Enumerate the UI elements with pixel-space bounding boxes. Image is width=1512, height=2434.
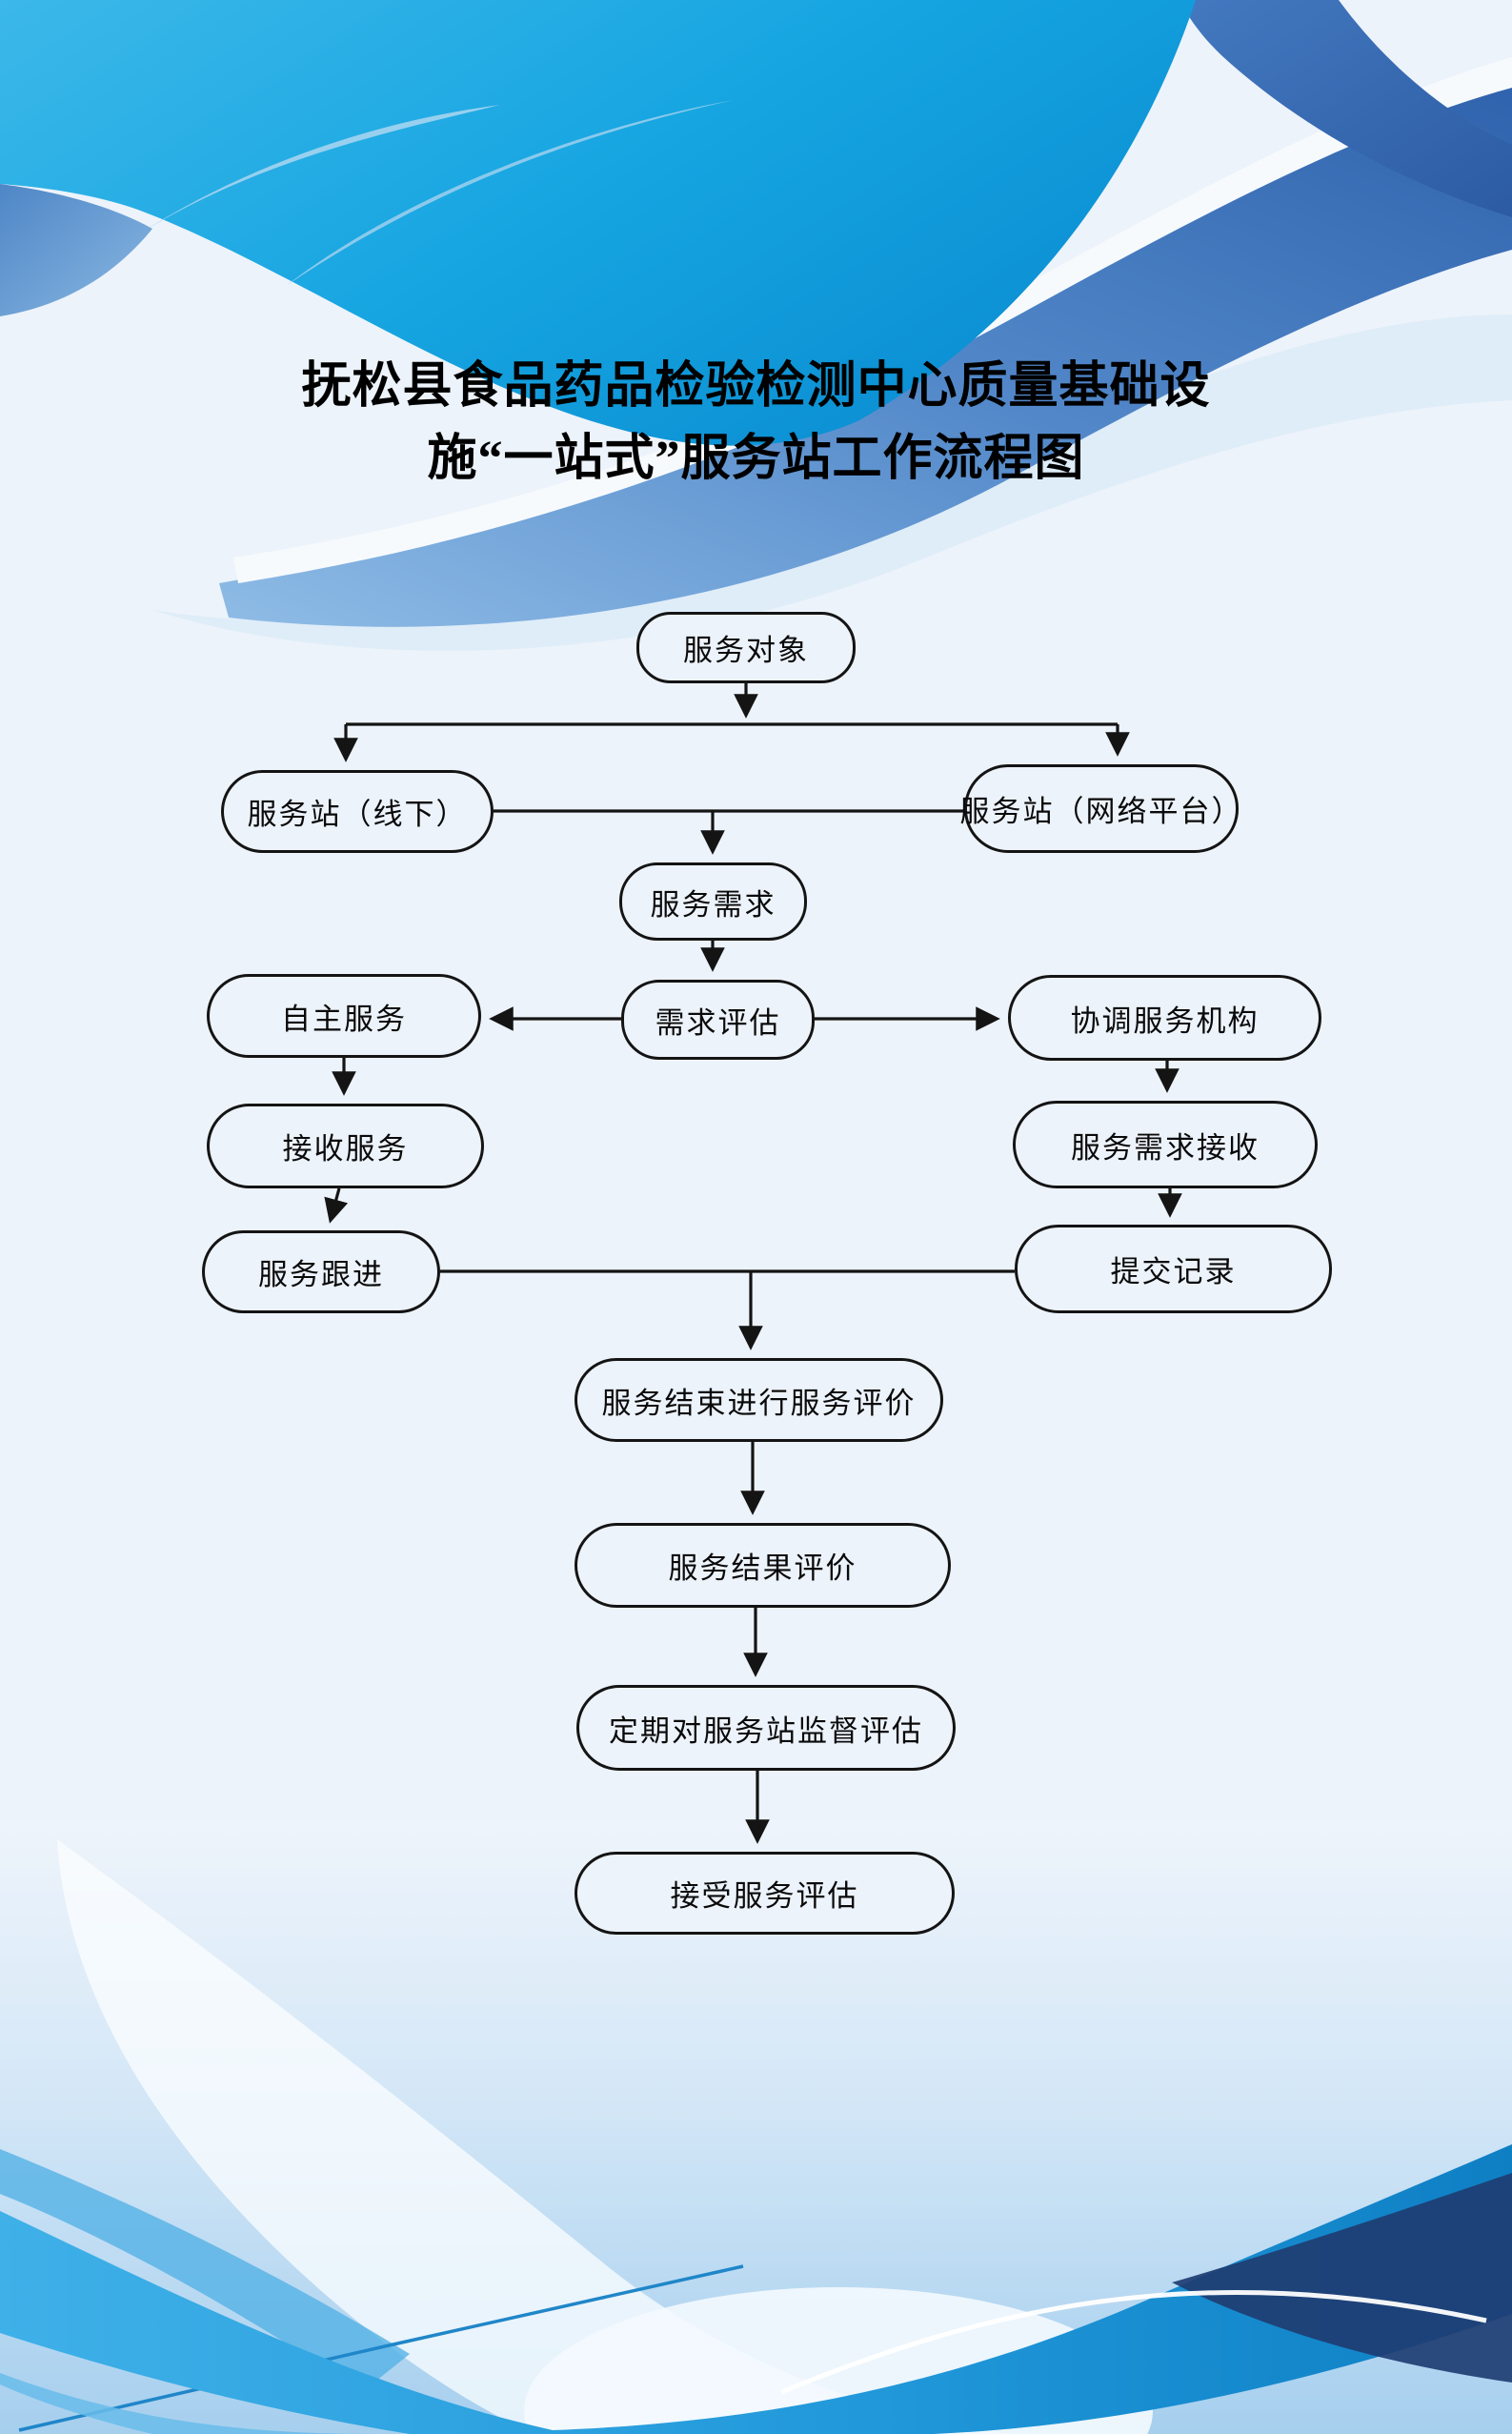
flow-node-service-followup: 服务跟进 xyxy=(202,1230,440,1313)
flow-node-coordinate-agency: 协调服务机构 xyxy=(1008,975,1321,1061)
flow-node-demand-receive: 服务需求接收 xyxy=(1013,1101,1318,1188)
flow-node-result-evaluation: 服务结果评价 xyxy=(575,1523,951,1608)
top-swoosh-decoration xyxy=(0,0,1512,651)
flow-node-service-demand: 服务需求 xyxy=(619,862,807,941)
flow-node-accept-evaluation: 接受服务评估 xyxy=(575,1852,955,1935)
flow-node-station-online: 服务站（网络平台） xyxy=(960,764,1241,853)
flow-node-self-service: 自主服务 xyxy=(207,974,481,1058)
flow-node-periodic-supervision: 定期对服务站监督评估 xyxy=(576,1685,956,1771)
arrow-receive-to-followup xyxy=(324,1187,349,1224)
title-line-1: 抚松县食品药品检验检测中心质量基础设 xyxy=(301,359,1211,414)
flow-node-demand-assessment: 需求评估 xyxy=(621,980,815,1060)
flow-node-service-target: 服务对象 xyxy=(636,612,856,683)
flow-node-end-evaluation: 服务结束进行服务评价 xyxy=(575,1358,943,1442)
flow-node-receive-service: 接收服务 xyxy=(207,1104,484,1188)
flow-node-submit-record: 提交记录 xyxy=(1015,1225,1332,1313)
flow-node-station-offline: 服务站（线下） xyxy=(221,770,494,853)
page-title: 抚松县食品药品检验检测中心质量基础设 施“一站式”服务站工作流程图 xyxy=(0,351,1512,497)
title-line-2: 施“一站式”服务站工作流程图 xyxy=(427,432,1085,487)
